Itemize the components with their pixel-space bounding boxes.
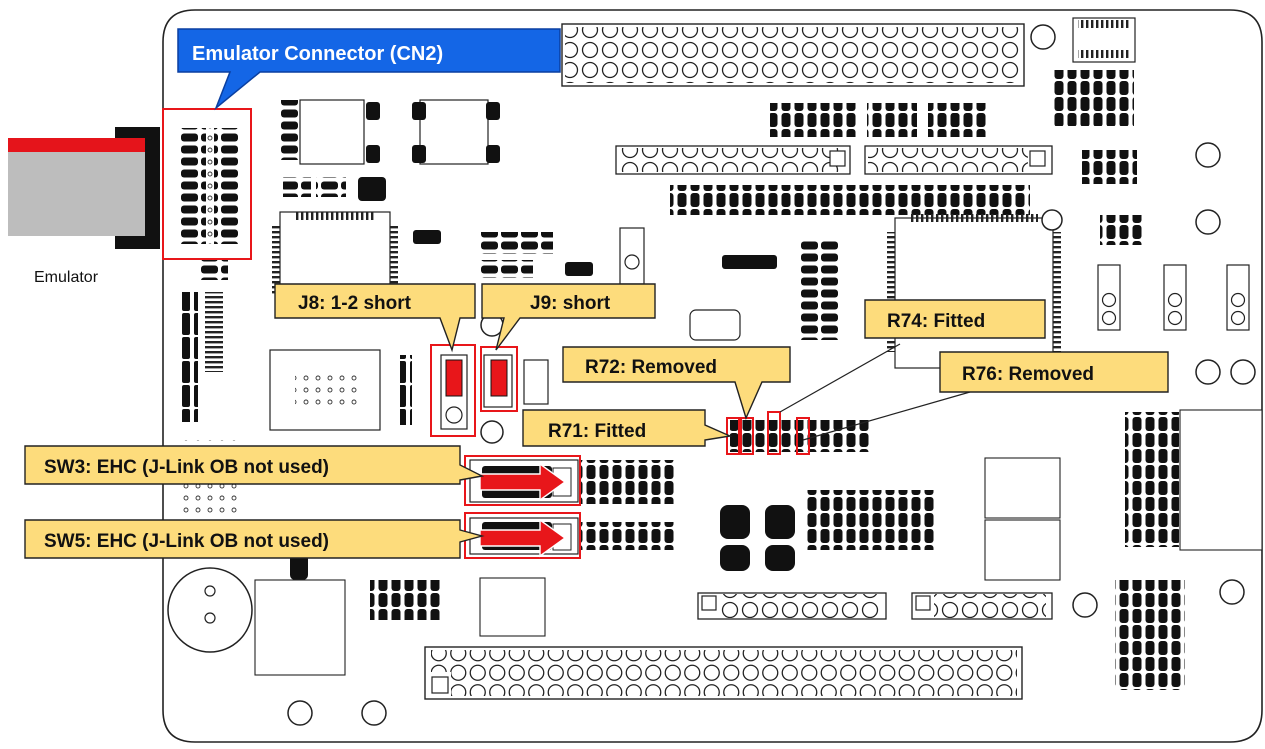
emulator-label: Emulator xyxy=(34,269,99,286)
r74-callout-box xyxy=(864,299,1046,339)
right-jumpers xyxy=(1097,264,1250,331)
r71-callout-box xyxy=(522,409,733,447)
rj-connector xyxy=(269,349,381,431)
j8-callout-text: J8: 1-2 short xyxy=(298,293,412,314)
right-mcu-chip xyxy=(887,214,1061,369)
r76-highlight xyxy=(796,417,810,455)
right-modules xyxy=(984,409,1263,581)
middle-header-left xyxy=(615,145,851,175)
buzzer xyxy=(167,567,546,676)
bottom-header-right xyxy=(911,592,1053,620)
bottom-header-left xyxy=(697,592,887,620)
sw5-arrow xyxy=(479,518,567,558)
sw3-callout-box xyxy=(24,445,485,485)
r72-callout-box xyxy=(562,346,791,420)
top-right-ic xyxy=(1072,17,1136,63)
sw3-arrow xyxy=(479,462,567,502)
r72-highlight xyxy=(740,417,754,455)
sw5-callout-text: SW5: EHC (J-Link OB not used) xyxy=(44,531,329,552)
r76-leader xyxy=(802,391,971,441)
push-switches xyxy=(299,99,500,165)
mounting-holes-right xyxy=(287,142,1256,726)
mounting-hole xyxy=(1030,24,1056,50)
cn2-callout-text: Emulator Connector (CN2) xyxy=(192,43,443,65)
top-header xyxy=(561,23,1025,87)
cn2-callout-box xyxy=(177,28,561,111)
cn2-highlight xyxy=(162,108,252,260)
r76-callout-text: R76: Removed xyxy=(962,364,1094,385)
j8-callout-box xyxy=(274,283,476,353)
middle-header-right xyxy=(864,145,1053,175)
bottom-header xyxy=(424,646,1023,700)
cn2-connector xyxy=(180,128,240,244)
usb-connector xyxy=(689,309,741,341)
j8-jumper xyxy=(440,354,468,430)
j9-callout-box xyxy=(481,283,656,351)
r74-callout-text: R74: Fitted xyxy=(887,311,985,332)
j9-jumper xyxy=(483,354,513,408)
r74-highlight xyxy=(767,411,781,455)
r76-callout-box xyxy=(939,351,1169,393)
middle-jumper xyxy=(523,227,645,405)
r71-callout-text: R71: Fitted xyxy=(548,421,646,442)
j9-callout-text: J9: short xyxy=(530,293,611,314)
r72-callout-text: R72: Removed xyxy=(585,357,717,378)
sw3-highlight xyxy=(464,455,581,506)
sw3-callout-text: SW3: EHC (J-Link OB not used) xyxy=(44,457,329,478)
resistor-row xyxy=(730,420,870,452)
sw5-callout-box xyxy=(24,519,485,559)
emulator-device xyxy=(8,127,160,249)
r74-leader xyxy=(779,343,901,413)
